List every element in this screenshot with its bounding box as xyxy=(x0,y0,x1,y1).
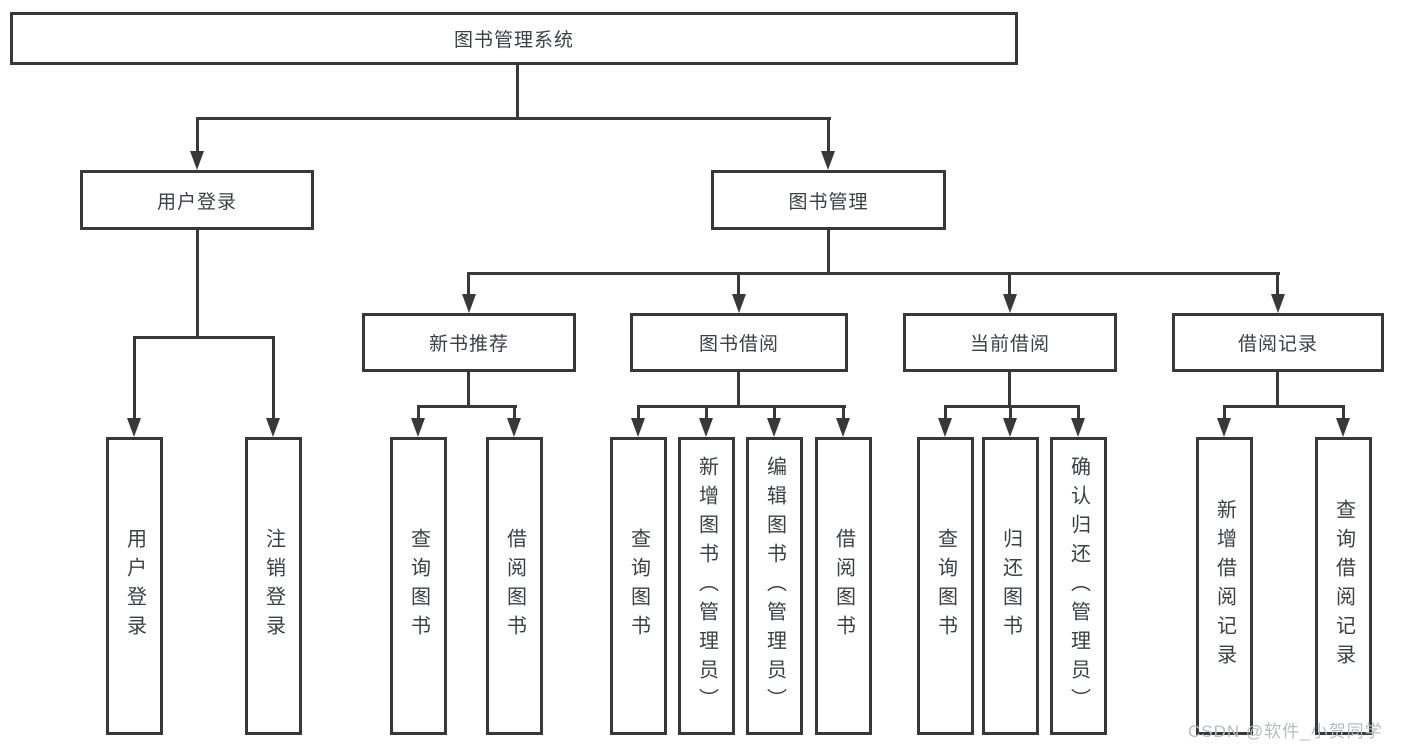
leaf-logout: 注销登录 xyxy=(245,437,302,735)
arrow-down-icon xyxy=(1217,418,1231,437)
leaf-borrow-books-borrow-label: 借阅图书 xyxy=(832,528,855,644)
connector-line xyxy=(196,117,831,120)
connector-line xyxy=(637,405,846,408)
leaf-borrow-books-borrow: 借阅图书 xyxy=(815,437,872,735)
leaf-query-books-current-label: 查询图书 xyxy=(934,528,957,644)
leaf-add-borrow-record: 新增借阅记录 xyxy=(1196,437,1253,735)
leaf-query-borrow-record: 查询借阅记录 xyxy=(1315,437,1372,735)
node-user-login-label: 用户登录 xyxy=(156,191,237,213)
arrow-down-icon xyxy=(1271,294,1285,313)
connector-line xyxy=(196,230,199,339)
connector-line xyxy=(133,336,275,339)
arrow-down-icon xyxy=(821,151,835,170)
leaf-add-book-admin: 新增图书（管理员） xyxy=(678,437,735,735)
connector-line xyxy=(417,405,517,408)
connector-line xyxy=(944,405,947,420)
leaf-return-book: 归还图书 xyxy=(982,437,1039,735)
node-new-book-recommend-label: 新书推荐 xyxy=(428,334,509,355)
csdn-watermark: CSDN @软件_小贺同学 xyxy=(1188,722,1383,741)
connector-line xyxy=(1276,372,1279,408)
connector-line xyxy=(737,372,740,408)
connector-line xyxy=(1008,272,1011,296)
arrow-down-icon xyxy=(1071,418,1085,437)
leaf-user-login: 用户登录 xyxy=(106,437,163,735)
arrow-down-icon xyxy=(699,418,713,437)
connector-line xyxy=(827,230,830,275)
leaf-query-books-recommend-label: 查询图书 xyxy=(407,528,430,644)
node-borrow-records-label: 借阅记录 xyxy=(1237,334,1318,355)
leaf-return-book-label: 归还图书 xyxy=(999,528,1022,644)
arrow-down-icon xyxy=(411,418,425,437)
connector-line xyxy=(1009,405,1012,420)
leaf-confirm-return-admin: 确认归还（管理员） xyxy=(1050,437,1107,735)
connector-line xyxy=(467,372,470,408)
leaf-add-book-admin-label: 新增图书（管理员） xyxy=(695,455,718,717)
connector-line xyxy=(272,336,275,420)
connector-line xyxy=(516,65,519,120)
leaf-add-borrow-record-label: 新增借阅记录 xyxy=(1213,499,1236,673)
arrow-down-icon xyxy=(190,151,204,170)
arrow-down-icon xyxy=(631,418,645,437)
connector-line xyxy=(467,272,1280,275)
leaf-query-books-borrow: 查询图书 xyxy=(610,437,667,735)
node-user-login-branch: 用户登录 xyxy=(80,170,314,230)
arrow-down-icon xyxy=(836,418,850,437)
arrow-down-icon xyxy=(507,418,521,437)
leaf-query-books-borrow-label: 查询图书 xyxy=(627,528,650,644)
connector-line xyxy=(196,117,199,154)
connector-line xyxy=(944,405,1080,408)
node-root: 图书管理系统 xyxy=(10,12,1018,65)
connector-line xyxy=(1008,372,1011,408)
connector-line xyxy=(705,405,708,420)
connector-line xyxy=(417,405,420,420)
connector-line xyxy=(1077,405,1080,420)
connector-line xyxy=(1223,405,1345,408)
leaf-edit-book-admin: 编辑图书（管理员） xyxy=(746,437,803,735)
leaf-query-books-current: 查询图书 xyxy=(917,437,974,735)
arrow-down-icon xyxy=(266,418,280,437)
arrow-down-icon xyxy=(1003,418,1017,437)
leaf-confirm-return-admin-label: 确认归还（管理员） xyxy=(1067,455,1090,717)
leaf-edit-book-admin-label: 编辑图书（管理员） xyxy=(763,455,786,717)
node-book-borrow-label: 图书借阅 xyxy=(698,334,779,355)
connector-line xyxy=(1276,272,1279,296)
leaf-user-login-label: 用户登录 xyxy=(123,528,146,644)
node-book-management-branch: 图书管理 xyxy=(711,170,946,230)
arrow-down-icon xyxy=(1003,294,1017,313)
arrow-down-icon xyxy=(732,294,746,313)
arrow-down-icon xyxy=(767,418,781,437)
leaf-logout-label: 注销登录 xyxy=(262,528,285,644)
arrow-down-icon xyxy=(938,418,952,437)
connector-line xyxy=(1342,405,1345,420)
node-book-borrow: 图书借阅 xyxy=(630,313,848,372)
arrow-down-icon xyxy=(462,294,476,313)
node-new-book-recommend: 新书推荐 xyxy=(362,313,576,372)
connector-line xyxy=(842,405,845,420)
node-current-borrow-label: 当前借阅 xyxy=(969,334,1050,355)
connector-line xyxy=(773,405,776,420)
connector-line xyxy=(467,272,470,296)
node-current-borrow: 当前借阅 xyxy=(903,313,1117,372)
node-book-management-label: 图书管理 xyxy=(788,191,869,213)
connector-line xyxy=(737,272,740,296)
arrow-down-icon xyxy=(127,418,141,437)
leaf-query-borrow-record-label: 查询借阅记录 xyxy=(1332,499,1355,673)
node-root-label: 图书管理系统 xyxy=(453,30,574,51)
connector-line xyxy=(827,117,830,154)
connector-line xyxy=(637,405,640,420)
connector-line xyxy=(1223,405,1226,420)
connector-line xyxy=(513,405,516,420)
leaf-borrow-books-recommend-label: 借阅图书 xyxy=(503,528,526,644)
connector-line xyxy=(133,336,136,420)
arrow-down-icon xyxy=(1336,418,1350,437)
leaf-borrow-books-recommend: 借阅图书 xyxy=(486,437,543,735)
leaf-query-books-recommend: 查询图书 xyxy=(390,437,447,735)
node-borrow-records: 借阅记录 xyxy=(1172,313,1384,372)
